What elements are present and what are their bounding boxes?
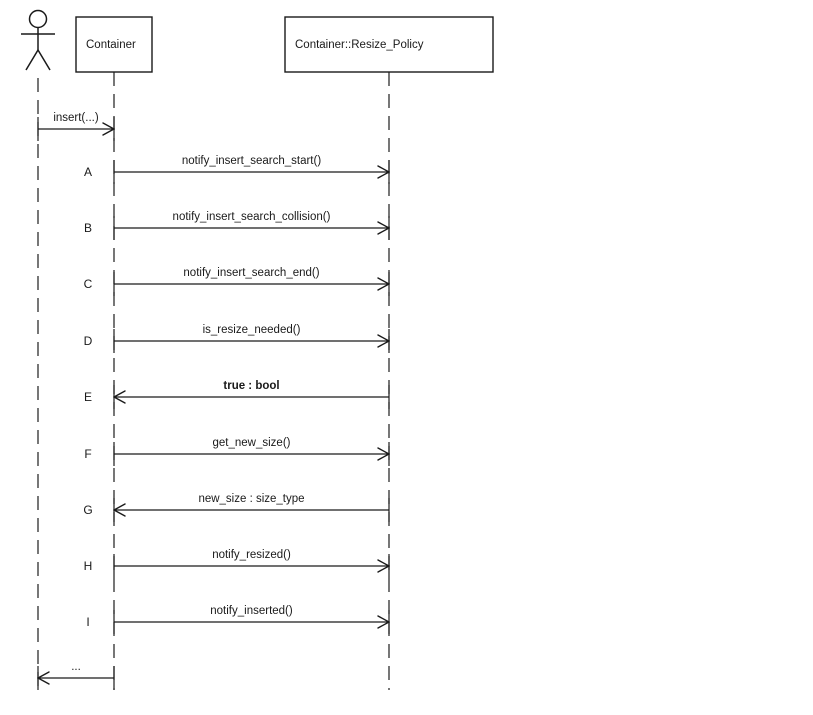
participant-box-container[interactable] <box>75 16 153 73</box>
message-arrowhead-icon <box>37 671 50 685</box>
message-step-label: H <box>84 559 93 573</box>
message-label: is_resize_needed() <box>203 324 301 336</box>
actor-figure <box>21 9 55 71</box>
message-label: ... <box>71 661 81 673</box>
message-n0[interactable]: insert(...) <box>37 112 115 141</box>
message-arrowhead-icon <box>377 277 390 291</box>
participant-container[interactable]: Container <box>75 16 153 73</box>
message-label: notify_insert_search_collision() <box>173 211 331 223</box>
message-arrowhead-icon <box>113 390 126 404</box>
message-label: insert(...) <box>53 112 99 124</box>
message-label: notify_insert_search_start() <box>182 155 322 167</box>
participant-box-resize-policy[interactable] <box>284 16 494 73</box>
message-h[interactable]: notify_resized() H <box>84 549 390 578</box>
message-arrowhead-icon <box>377 559 390 573</box>
participant-resize-policy[interactable]: Container::Resize_Policy <box>284 16 494 73</box>
message-label: notify_resized() <box>212 549 291 561</box>
message-f[interactable]: get_new_size() F <box>84 437 390 466</box>
message-arrowhead-icon <box>377 165 390 179</box>
message-c[interactable]: notify_insert_search_end() C <box>84 267 390 296</box>
message-step-label: I <box>86 615 89 629</box>
participant-label-resize-policy: Container::Resize_Policy <box>295 39 424 51</box>
message-d[interactable]: is_resize_needed() D <box>84 324 390 353</box>
message-step-label: D <box>84 334 93 348</box>
message-step-label: F <box>84 447 91 461</box>
message-label: true : bool <box>223 380 279 392</box>
message-step-label: E <box>84 390 92 404</box>
message-label: notify_inserted() <box>210 605 293 617</box>
participant-label-container: Container <box>86 39 136 51</box>
message-n10[interactable]: ... <box>37 661 115 690</box>
message-label: new_size : size_type <box>198 493 304 505</box>
message-step-label: B <box>84 221 92 235</box>
message-label: notify_insert_search_end() <box>183 267 319 279</box>
messages-layer: insert(...) notify_insert_search_start() A… <box>37 112 390 690</box>
message-step-label: C <box>84 277 93 291</box>
actor-left-leg-icon <box>25 49 39 71</box>
message-arrowhead-icon <box>377 221 390 235</box>
message-arrowhead-icon <box>113 503 126 517</box>
message-arrowhead-icon <box>377 447 390 461</box>
message-arrowhead-icon <box>377 615 390 629</box>
message-i[interactable]: notify_inserted() I <box>86 605 390 634</box>
message-label: get_new_size() <box>213 437 291 449</box>
message-step-label: A <box>84 165 92 179</box>
message-step-label: G <box>83 503 92 517</box>
message-arrowhead-icon <box>377 334 390 348</box>
message-arrowhead-icon <box>102 122 115 136</box>
actor-right-leg-icon <box>37 49 51 71</box>
message-b[interactable]: notify_insert_search_collision() B <box>84 211 390 240</box>
lifelines-layer <box>37 72 390 690</box>
message-a[interactable]: notify_insert_search_start() A <box>84 155 390 184</box>
actor-head-icon <box>28 9 48 29</box>
